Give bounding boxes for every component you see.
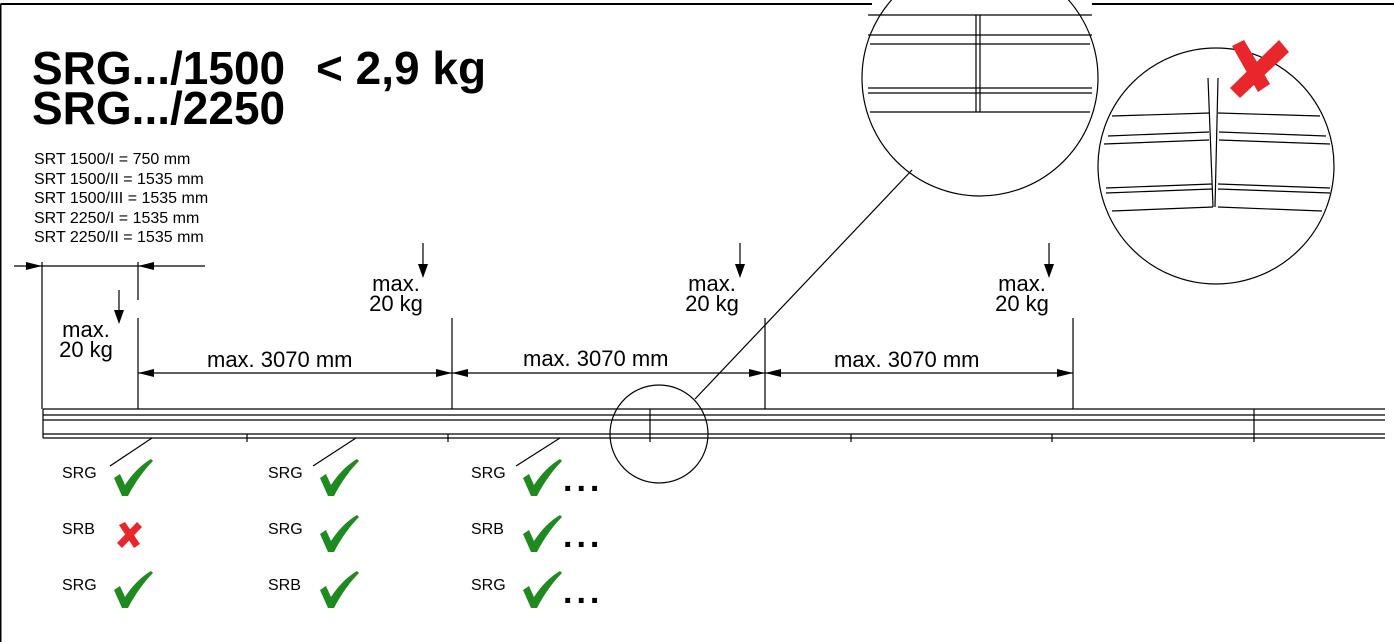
combo-label: SRB [471,521,504,538]
spec-item: SRT 1500/I = 750 mm [34,151,191,168]
load-max: max. [688,271,736,296]
load-max: max. [372,271,420,296]
continuation-dots: ... [563,573,604,611]
load-value: 20 kg [995,291,1049,316]
check-icon [320,515,359,552]
spec-item: SRT 1500/II = 1535 mm [34,170,204,188]
combo-label: SRG [471,465,506,482]
title-line-1: SRG.../1500 [32,42,286,94]
load-value: 20 kg [685,291,739,316]
span-label: max. 3070 mm [519,348,673,370]
load-value: 20 kg [369,291,423,316]
check-icon [320,571,359,608]
check-icon [523,459,562,496]
check-icon [523,515,562,552]
check-icon [114,571,153,608]
spec-list: SRT 1500/I = 750 mm SRT 1500/II = 1535 m… [34,150,208,248]
load-label: max. 20 kg [672,271,752,316]
check-icon [114,459,153,496]
combo-label: SRG [471,577,506,594]
span-label: max. 3070 mm [830,349,984,371]
cross-icon [117,522,142,548]
combo-label: SRB [62,521,95,538]
combo-label: SRG [62,465,97,482]
check-icon [320,459,359,496]
cross-icon [1230,40,1289,98]
weight-label: < 2,9 kg [316,42,487,94]
continuation-dots: ... [563,517,604,555]
combo-label: SRG [268,521,303,538]
spec-item: SRT 2250/II = 1535 mm [34,229,204,246]
combo-label: SRG [268,465,303,482]
load-label: max. 20 kg [982,271,1062,316]
load-max: max. [62,317,110,342]
span-label: max. 3070 mm [203,349,357,371]
combo-label: SRG [62,577,97,594]
continuation-dots: ... [563,461,604,499]
check-icon [523,571,562,608]
combo-label: SRB [268,577,301,594]
spec-item: SRT 2250/I = 1535 mm [34,209,200,227]
title-line-2: SRG.../2250 [32,82,286,134]
load-label: max. 20 kg [46,317,126,362]
spec-item: SRT 1500/III = 1535 mm [34,190,209,207]
load-value: 20 kg [59,337,113,362]
load-max: max. [998,271,1046,296]
load-label: max. 20 kg [356,271,436,316]
